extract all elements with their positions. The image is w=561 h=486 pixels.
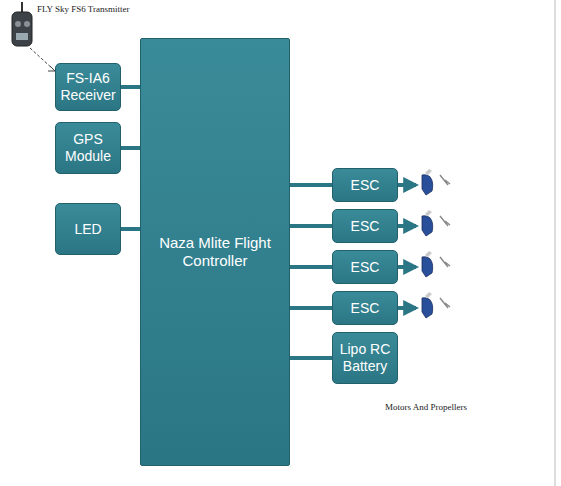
connector xyxy=(290,183,332,187)
connector xyxy=(290,306,332,310)
box-text: ESC xyxy=(351,177,380,194)
battery-box: Lipo RC Battery xyxy=(332,332,398,384)
box-text: ESC xyxy=(351,259,380,276)
box-text: Lipo RC Battery xyxy=(337,341,393,375)
connector xyxy=(121,146,140,150)
receiver-box: FS-IA6 Receiver xyxy=(55,63,121,111)
connector xyxy=(121,227,140,231)
box-text: GPS Module xyxy=(60,131,116,165)
box-text: ESC xyxy=(351,300,380,317)
connector xyxy=(121,85,140,89)
connector xyxy=(290,224,332,228)
led-box: LED xyxy=(55,203,121,255)
motor-propellers xyxy=(398,169,450,318)
connector xyxy=(290,356,332,360)
radio-link-head xyxy=(48,66,55,71)
box-text: FS-IA6 Receiver xyxy=(60,70,116,104)
transmitter-icon xyxy=(12,2,32,46)
controller-box: Naza Mlite Flight Controller xyxy=(140,38,290,466)
motors-label: Motors And Propellers xyxy=(384,402,468,412)
box-text: Naza Mlite Flight Controller xyxy=(145,234,285,270)
radio-link xyxy=(30,48,54,70)
box-text: LED xyxy=(74,221,101,238)
connector xyxy=(290,265,332,269)
transmitter-label: FLY Sky FS6 Transmitter xyxy=(36,4,131,14)
esc-box: ESC xyxy=(332,291,398,325)
esc-box: ESC xyxy=(332,168,398,202)
esc-box: ESC xyxy=(332,250,398,284)
gps-box: GPS Module xyxy=(55,122,121,174)
box-text: ESC xyxy=(351,218,380,235)
esc-box: ESC xyxy=(332,209,398,243)
page-border xyxy=(555,0,556,486)
